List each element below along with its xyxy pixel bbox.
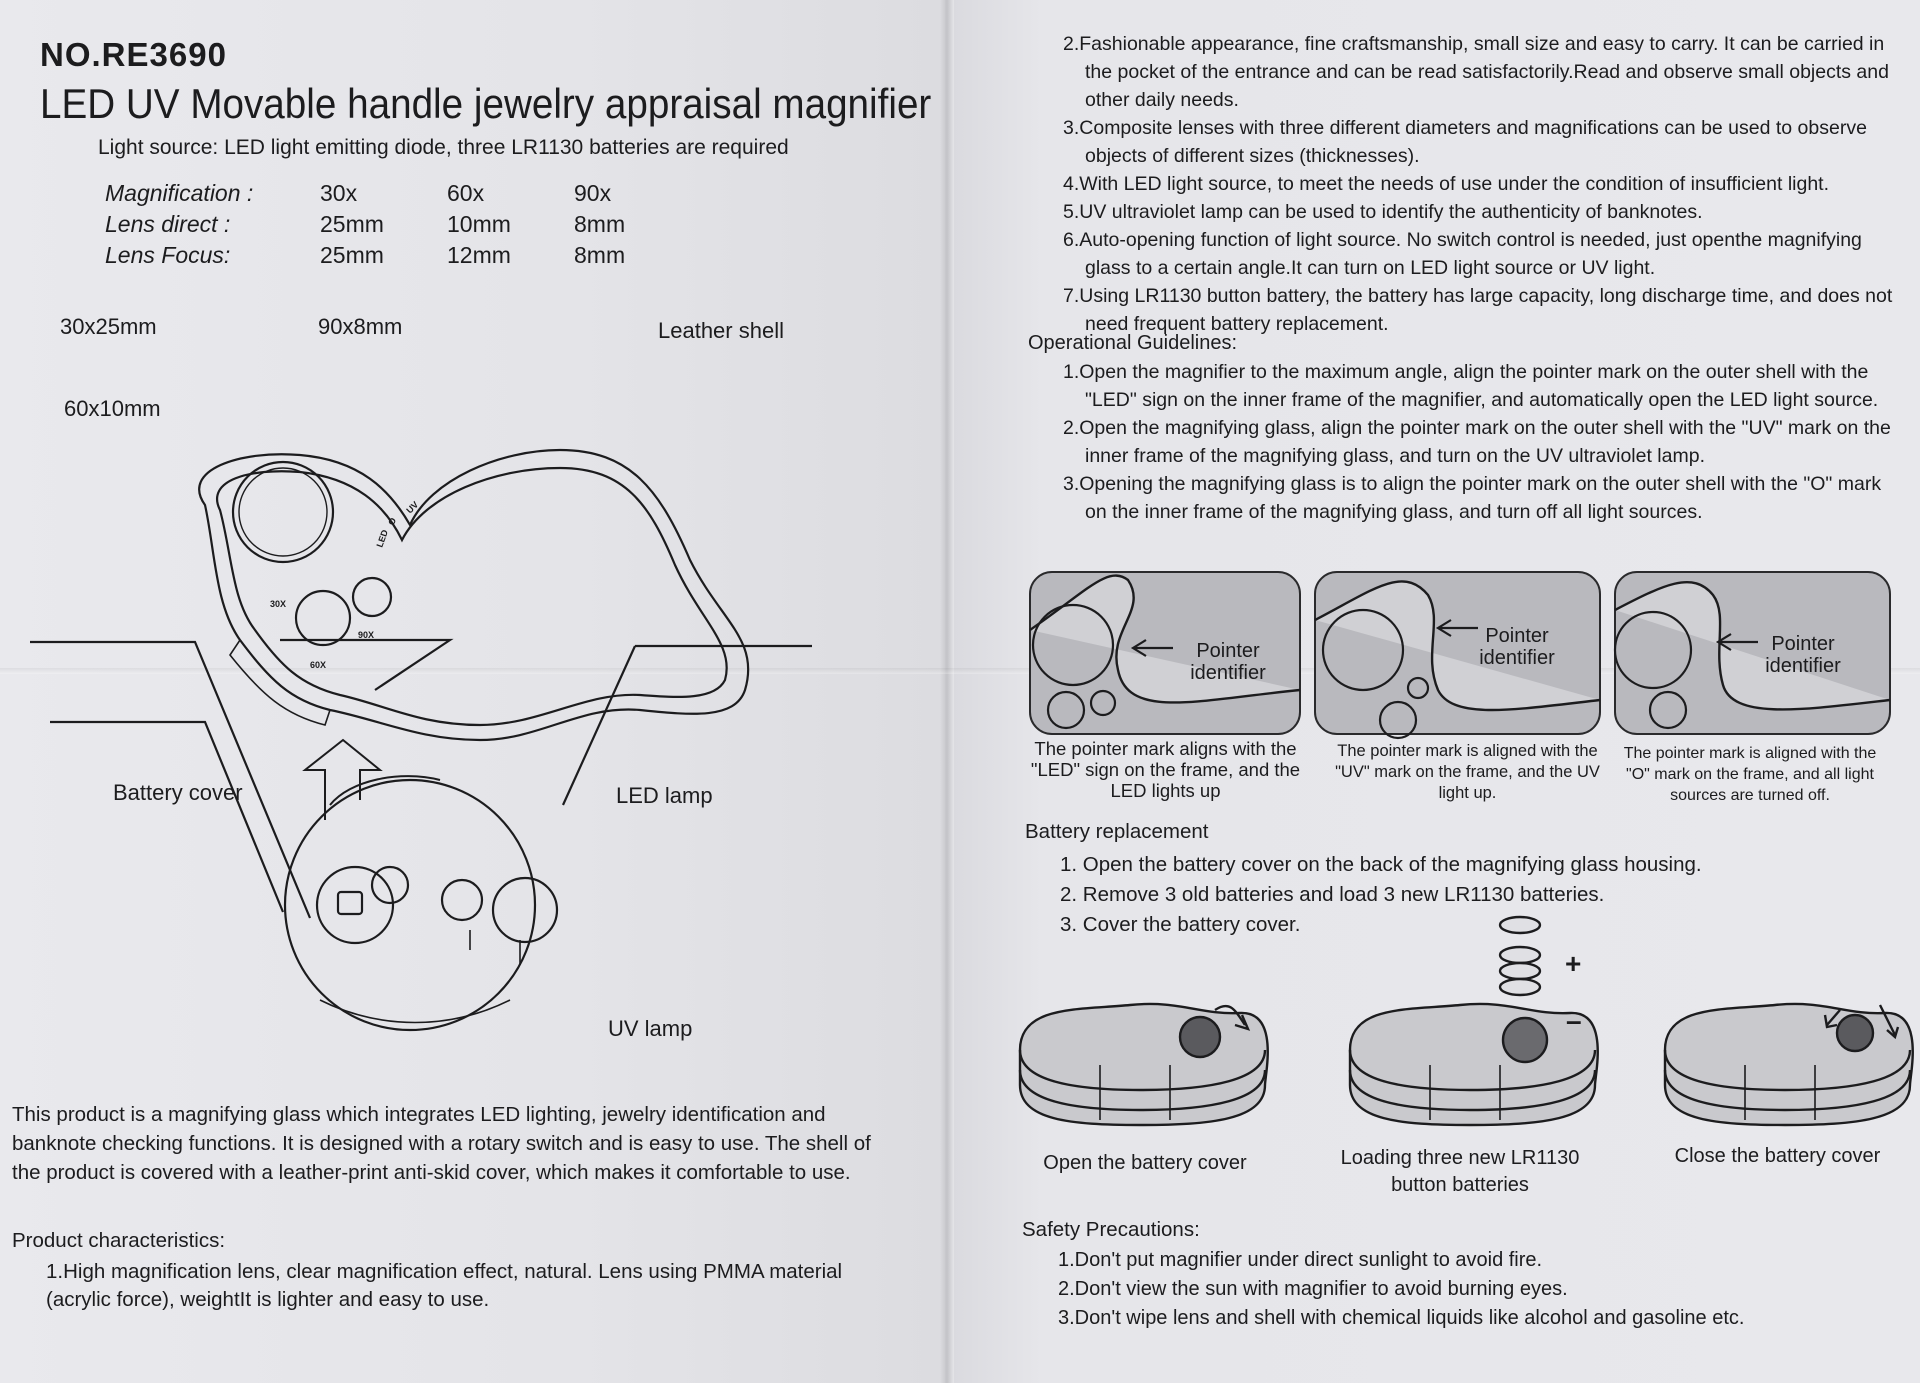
mark-60x-label: 60X [310,660,326,670]
characteristic-item: 4.With LED light source, to meet the nee… [1063,173,1830,195]
uv-lamp-detail [491,876,559,944]
label-uv-lamp: UV lamp [608,1016,693,1041]
battery-step: 2. Remove 3 old batteries and load 3 new… [1060,883,1605,906]
pointer-panels [1029,571,1891,740]
battery-cell-icon [1498,915,1542,935]
pointer-panel-uv [1314,571,1601,740]
characteristics-list-left: 1.High magnification lens, clear magnifi… [46,1258,896,1314]
operation-list: 1.Open the magnifier to the maximum angl… [1063,358,1908,526]
battery-detail-circle [283,778,537,1032]
characteristics-heading: Product characteristics: [12,1229,226,1252]
spec-table: Magnification : 30x 60x 90x Lens direct … [105,178,701,271]
led-lamp-detail [440,878,484,922]
operation-item: 2.Open the magnifying glass, align the p… [1063,417,1891,467]
left-page [0,0,945,1383]
battery-heading: Battery replacement [1025,820,1209,843]
label-led-lamp: LED lamp [616,783,713,808]
label-leather-shell: Leather shell [658,318,784,343]
pointer-caption-uv: The pointer mark is aligned with the "UV… [1335,742,1600,802]
battery-illustrations: + – [1018,915,1914,1127]
battery-plus-sign: + [1565,948,1581,979]
battery-cell-icon [1498,961,1542,981]
mark-30x-label: 30X [270,599,286,609]
battery-caption-load: Loading three new LR1130 button batterie… [1340,1147,1580,1196]
lens-90x [351,576,393,618]
lens-30x [231,460,335,564]
paper-crease [0,668,1920,674]
pointer-label-2: Pointer identifier [1479,625,1555,669]
spec-value: 8mm [574,211,626,237]
spec-label: Lens direct : [105,211,231,237]
safety-list: 1.Don't put magnifier under direct sunli… [1058,1246,1744,1333]
mark-o-label: O [386,516,398,527]
spec-value: 25mm [320,211,384,237]
label-battery-cover: Battery cover [113,780,243,805]
safety-item: 2.Don't view the sun with magnifier to a… [1058,1278,1568,1300]
product-description: This product is a magnifying glass which… [12,1100,892,1187]
magnifier-body-rim [229,638,332,726]
spec-row-lens-direct: Lens direct : 25mm 10mm 8mm [105,209,701,240]
battery-illus-load [1348,915,1599,1127]
battery-illus-open [1018,1002,1269,1127]
battery-cell-icon [1498,977,1542,997]
label-90x8mm: 90x8mm [318,314,403,339]
characteristic-item: 6.Auto-opening function of light source.… [1063,229,1862,279]
mark-led-label: LED [374,528,390,549]
callout-line-60x [50,720,285,913]
pointer-caption-off: The pointer mark is aligned with the "O"… [1623,745,1877,804]
magnifier-body-inner [216,466,728,727]
battery-cell-detail [315,865,395,945]
pointer-caption-led: The pointer mark aligns with the "LED" s… [1030,738,1301,801]
safety-item: 1.Don't put magnifier under direct sunli… [1058,1249,1543,1271]
callout-line-30x [30,640,312,919]
characteristic-item: 3.Composite lenses with three different … [1063,117,1867,167]
spec-value: 60x [447,180,485,206]
pointer-panel-off [1613,571,1891,735]
battery-illus-close [1663,1002,1914,1127]
battery-caption-close: Close the battery cover [1674,1145,1881,1167]
characteristics-list-right: 2.Fashionable appearance, fine craftsman… [1063,30,1908,338]
lens-60x [294,589,352,647]
battery-minus-sign: – [1566,1005,1582,1036]
spec-value: 25mm [320,242,384,268]
spec-value: 10mm [447,211,511,237]
battery-step: 1. Open the battery cover on the back of… [1060,853,1702,876]
spec-row-lens-focus: Lens Focus: 25mm 12mm 8mm [105,240,701,271]
model-number: NO.RE3690 [40,36,227,73]
arrow-up-icon [302,738,383,820]
label-30x25mm: 30x25mm [60,314,157,339]
operation-item: 3.Opening the magnifying glass is to ali… [1063,473,1882,523]
label-60x10mm: 60x10mm [64,396,161,421]
callout-line-90x [280,638,454,691]
spec-value: 90x [574,180,612,206]
pointer-label-1: Pointer identifier [1190,640,1266,684]
mark-90x-label: 90X [358,630,374,640]
operation-heading: Operational Guidelines: [1028,332,1238,354]
safety-item: 3.Don't wipe lens and shell with chemica… [1058,1307,1745,1329]
spec-value: 12mm [447,242,511,268]
light-source-note: Light source: LED light emitting diode, … [98,136,789,159]
spec-row-magnification: Magnification : 30x 60x 90x [105,178,701,209]
description-text: This product is a magnifying glass which… [12,1103,871,1184]
battery-caption-open: Open the battery cover [1043,1152,1247,1174]
characteristic-item: 2.Fashionable appearance, fine craftsman… [1063,33,1889,111]
operation-item: 1.Open the magnifier to the maximum angl… [1063,361,1879,411]
spec-label: Lens Focus: [105,242,231,268]
pointer-panel-led [1029,571,1301,735]
product-title: LED UV Movable handle jewelry appraisal … [40,80,932,127]
characteristic-item: 7.Using LR1130 button battery, the batte… [1063,285,1893,335]
pointer-label-3: Pointer identifier [1765,633,1841,677]
safety-heading: Safety Precautions: [1022,1218,1200,1241]
battery-cell-icon [1498,945,1542,965]
battery-step: 3. Cover the battery cover. [1060,913,1301,936]
spec-label: Magnification : [105,180,254,206]
battery-steps: 1. Open the battery cover on the back of… [1060,850,1702,940]
magnifier-diagram: LED O UV 30X 90X 60X [30,448,812,1032]
spec-value: 8mm [574,242,626,268]
characteristic-item: 1.High magnification lens, clear magnifi… [46,1260,843,1311]
spec-value: 30x [320,180,358,206]
characteristic-item: 5.UV ultraviolet lamp can be used to ide… [1063,201,1703,223]
page-fold [940,0,954,1383]
